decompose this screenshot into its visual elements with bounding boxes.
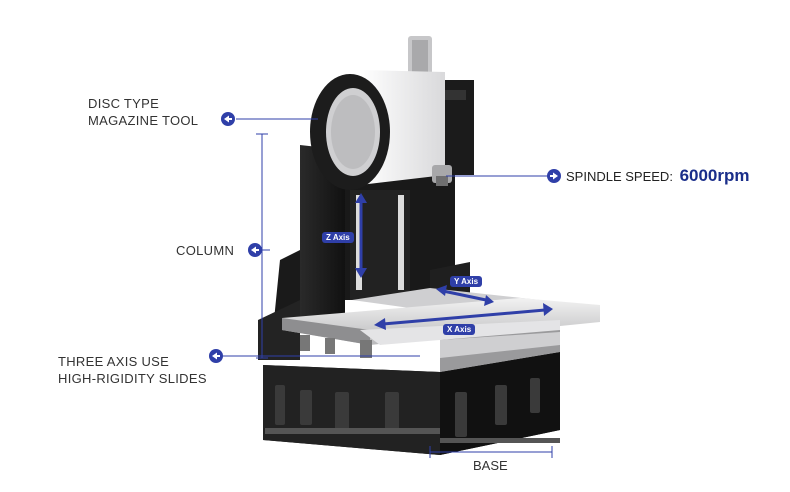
arrow-left-circle-icon bbox=[209, 349, 223, 363]
spindle-speed-caption: SPINDLE SPEED: bbox=[566, 169, 673, 184]
machine-column bbox=[258, 145, 470, 360]
disc-tool-magazine bbox=[310, 74, 390, 190]
disc-magazine-label-line-2: MAGAZINE TOOL bbox=[88, 113, 199, 128]
column-label: COLUMN bbox=[176, 243, 235, 258]
callout-lines bbox=[222, 118, 553, 458]
arrow-left-circle-icon bbox=[248, 243, 262, 257]
machine-base bbox=[263, 352, 560, 455]
y-axis-arrow bbox=[436, 285, 494, 306]
slides-label-line-2: HIGH-RIGIDITY SLIDES bbox=[58, 371, 207, 386]
arrow-left-circle-icon bbox=[221, 112, 235, 126]
z-axis-arrow bbox=[355, 193, 367, 278]
base-label: BASE bbox=[473, 458, 508, 473]
slides-label-line-1: THREE AXIS USE bbox=[58, 354, 170, 369]
disc-magazine-label-line-1: DISC TYPE bbox=[88, 96, 160, 111]
z-axis-label: Z Axis bbox=[322, 232, 354, 243]
spindle-speed-value: 6000rpm bbox=[679, 166, 750, 185]
y-axis-label: Y Axis bbox=[450, 276, 483, 287]
disc-magazine-label: DISC TYPE MAGAZINE TOOL bbox=[88, 95, 198, 129]
x-axis-label: X Axis bbox=[443, 324, 476, 335]
work-table bbox=[282, 288, 600, 372]
x-axis-arrow bbox=[374, 303, 553, 330]
arrow-right-circle-icon bbox=[547, 169, 561, 183]
slides-label: THREE AXIS USE HIGH-RIGIDITY SLIDES bbox=[58, 353, 207, 387]
spindle-speed-label: SPINDLE SPEED: 6000rpm bbox=[566, 166, 750, 186]
